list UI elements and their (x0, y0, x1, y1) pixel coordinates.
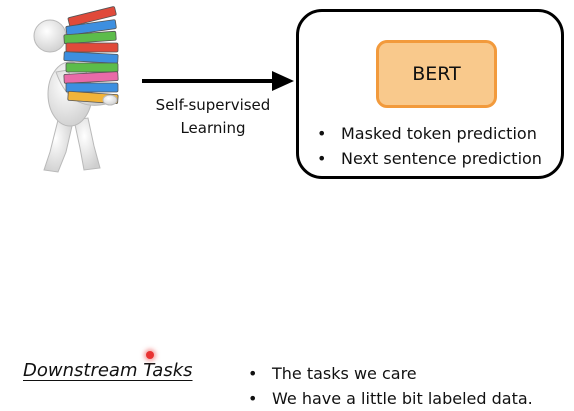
bert-panel: BERT •Masked token prediction •Next sent… (296, 9, 564, 179)
list-item: •Next sentence prediction (317, 149, 542, 168)
arrow-label: Self-supervised Learning (138, 94, 288, 140)
arrow-label-line: Self-supervised (155, 96, 271, 114)
bert-box: BERT (376, 40, 497, 108)
list-item-text: Next sentence prediction (341, 149, 542, 168)
person-carrying-books-icon (33, 6, 119, 173)
list-item-text: Masked token prediction (341, 124, 537, 143)
downstream-list: •The tasks we care •We have a little bit… (248, 361, 533, 411)
arrow-right-icon (142, 71, 294, 91)
list-item: •The tasks we care (248, 364, 417, 383)
list-item-text: We have a little bit labeled data. (272, 389, 533, 408)
list-item-text: The tasks we care (272, 364, 417, 383)
arrow-label-line: Learning (180, 119, 246, 137)
bert-objectives-list: •Masked token prediction •Next sentence … (317, 121, 542, 171)
list-item: •Masked token prediction (317, 124, 537, 143)
downstream-title: Downstream Tasks (23, 360, 193, 381)
laser-pointer-dot (146, 351, 154, 359)
list-item: •We have a little bit labeled data. (248, 389, 533, 408)
bert-label: BERT (412, 63, 461, 85)
